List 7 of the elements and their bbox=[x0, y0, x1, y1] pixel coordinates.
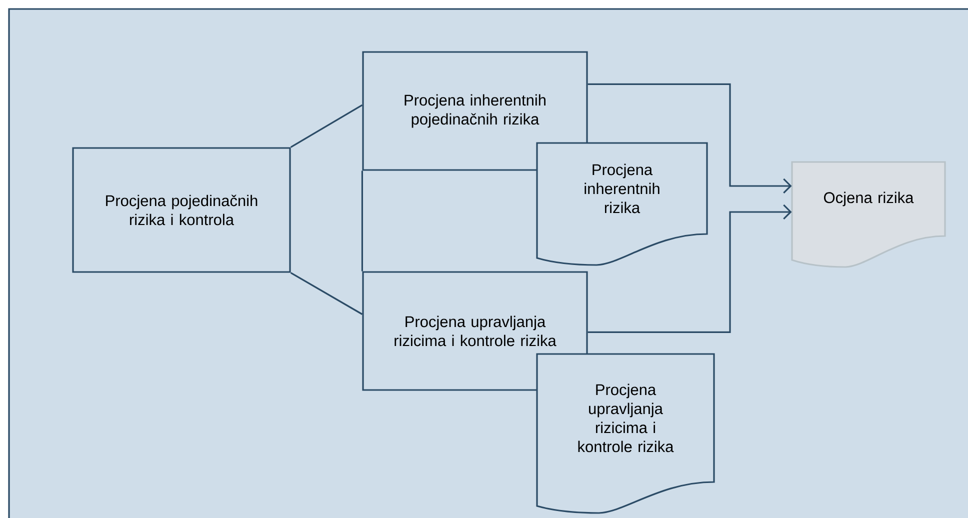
process-box: Procjena pojedinačnih rizika i kontrola bbox=[72, 147, 291, 273]
process-box: Procjena inherentnih pojedinačnih rizika bbox=[362, 51, 588, 171]
arrow bbox=[588, 204, 792, 333]
connector-line bbox=[290, 104, 363, 148]
process-box: Procjena upravljanja rizicima i kontrole rizika bbox=[362, 271, 588, 391]
connector-line bbox=[290, 272, 363, 315]
connector-line bbox=[361, 170, 363, 272]
